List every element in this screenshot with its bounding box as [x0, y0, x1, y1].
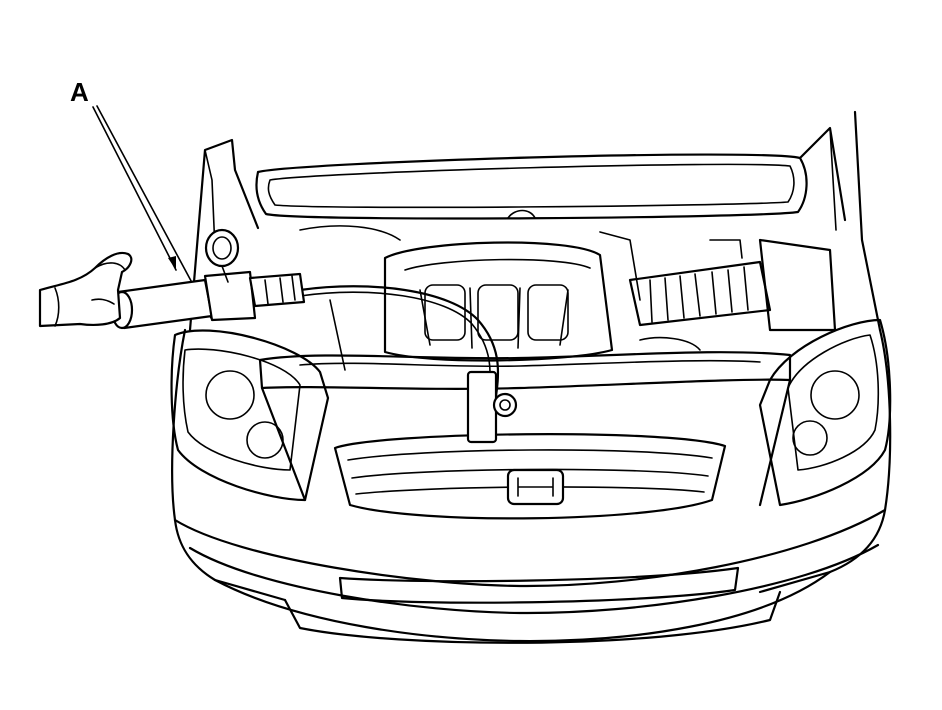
lower-bumper-opening: [338, 566, 740, 604]
air-intake-duct: [628, 238, 837, 332]
hand: [38, 251, 133, 328]
callout-label-a: A: [70, 77, 89, 107]
radiator-filler-neck: [466, 370, 518, 444]
open-hood: [188, 110, 882, 332]
engine-cover: [383, 241, 614, 362]
pressure-tester-tool[interactable]: [110, 228, 306, 330]
vehicle-body: [171, 328, 892, 644]
tester-gauge-cap: [204, 228, 240, 268]
front-grille: [333, 433, 727, 520]
radiator-support: [258, 351, 792, 507]
tester-hose: [298, 285, 500, 398]
right-headlight: [758, 318, 892, 507]
engine-bay-components: [299, 209, 701, 371]
